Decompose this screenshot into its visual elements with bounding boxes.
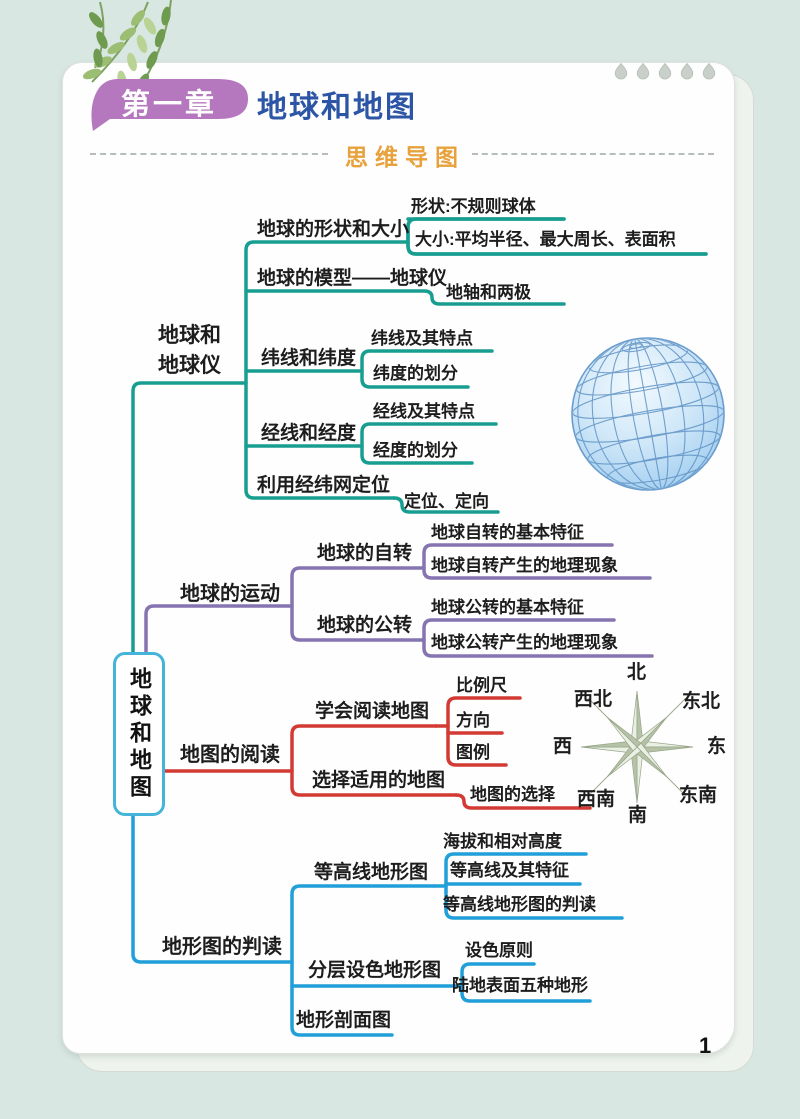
node-shape: 形状:不规则球体 bbox=[411, 197, 536, 216]
root-node-label: 地球和地图 bbox=[127, 666, 152, 802]
compass-label-southeast: 东南 bbox=[679, 785, 718, 806]
node-locate-orient: 定位、定向 bbox=[404, 492, 489, 511]
node-longitude-division: 经度的划分 bbox=[373, 441, 458, 460]
branch1-label-line1: 地球和 bbox=[158, 324, 221, 347]
compass-label-west: 西 bbox=[553, 736, 573, 757]
node-five-landforms: 陆地表面五种地形 bbox=[452, 976, 588, 995]
node-choose-maps: 选择适用的地图 bbox=[312, 770, 446, 791]
node-direction: 方向 bbox=[456, 711, 490, 730]
node-contour-features: 等高线及其特征 bbox=[450, 861, 569, 880]
node-earth-model: 地球的模型——地球仪 bbox=[257, 268, 448, 289]
node-rotation-features: 地球自转的基本特征 bbox=[431, 523, 584, 542]
node-layered-color-map: 分层设色地形图 bbox=[308, 960, 442, 981]
chapter-badge-label: 第一章 bbox=[120, 89, 217, 121]
compass-label-north: 北 bbox=[627, 662, 647, 683]
branch1-label: 地球和 地球仪 bbox=[158, 321, 221, 381]
node-size: 大小:平均半径、最大周长、表面积 bbox=[415, 230, 676, 249]
node-color-principles: 设色原则 bbox=[465, 941, 533, 960]
node-profile-map: 地形剖面图 bbox=[296, 1010, 392, 1031]
node-elevation: 海拔和相对高度 bbox=[443, 832, 562, 851]
page-number: 1 bbox=[699, 1033, 712, 1058]
compass-label-northeast: 东北 bbox=[682, 691, 721, 712]
branch1-label-line2: 地球仪 bbox=[158, 354, 221, 377]
node-latitude-division: 纬度的划分 bbox=[373, 364, 458, 383]
node-longitude: 经线和经度 bbox=[261, 423, 357, 444]
node-earth-shape-size: 地球的形状和大小 bbox=[257, 219, 410, 240]
chapter-title: 地球和地图 bbox=[257, 91, 417, 124]
divider-dashed-left bbox=[90, 153, 328, 155]
branch4-label: 地形图的判读 bbox=[162, 936, 282, 958]
divider-dashed-right bbox=[472, 153, 714, 155]
node-rotation: 地球的自转 bbox=[317, 543, 413, 564]
section-title: 思维导图 bbox=[345, 144, 465, 170]
node-legend: 图例 bbox=[456, 743, 490, 762]
node-longitude-features: 经线及其特点 bbox=[373, 402, 475, 421]
compass-label-southwest: 西南 bbox=[577, 789, 616, 810]
node-read-maps: 学会阅读地图 bbox=[315, 701, 430, 722]
branch3-label: 地图的阅读 bbox=[180, 744, 280, 766]
node-revolution: 地球的公转 bbox=[317, 615, 413, 636]
node-scale: 比例尺 bbox=[456, 676, 507, 695]
node-rotation-phenomena: 地球自转产生的地理现象 bbox=[431, 556, 618, 575]
node-revolution-features: 地球公转的基本特征 bbox=[431, 598, 584, 617]
node-latitude-features: 纬线及其特点 bbox=[371, 329, 473, 348]
node-axis-poles: 地轴和两极 bbox=[446, 283, 531, 302]
compass-label-south: 南 bbox=[628, 805, 648, 826]
node-contour-reading: 等高线地形图的判读 bbox=[443, 895, 596, 914]
compass-label-east: 东 bbox=[707, 736, 727, 757]
node-revolution-phenomena: 地球公转产生的地理现象 bbox=[431, 633, 618, 652]
compass-label-northwest: 西北 bbox=[574, 689, 613, 710]
root-node: 地球和地图 bbox=[113, 652, 165, 816]
node-map-selection: 地图的选择 bbox=[470, 785, 555, 804]
node-grid-positioning: 利用经纬网定位 bbox=[257, 475, 391, 496]
node-latitude: 纬线和纬度 bbox=[261, 348, 357, 369]
branch2-label: 地球的运动 bbox=[180, 583, 280, 605]
node-contour-map: 等高线地形图 bbox=[314, 862, 429, 883]
